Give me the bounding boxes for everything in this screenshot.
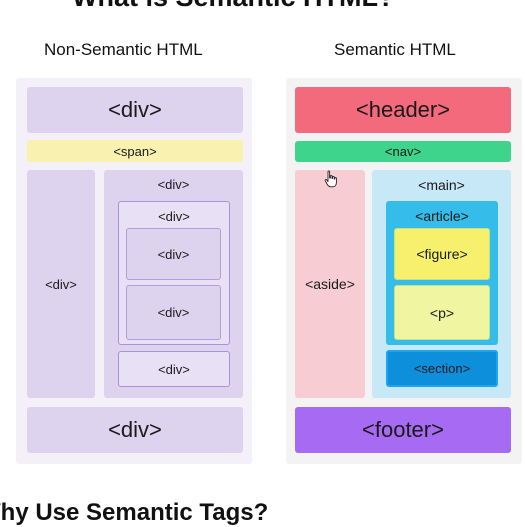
bottom-inner-div-block: <div> — [118, 351, 230, 387]
left-div-block: <div> — [27, 170, 95, 398]
hand-pointer-icon — [324, 170, 337, 188]
figure-block: <figure> — [394, 228, 490, 280]
nav-block: <nav> — [295, 141, 511, 162]
page-subheading: Why Use Semantic Tags? — [0, 499, 269, 526]
bottom-div-block: <div> — [27, 407, 243, 453]
span-block: <span> — [27, 140, 243, 162]
section-label: <section> — [413, 361, 471, 376]
nav-label: <nav> — [384, 144, 422, 159]
main-label: <main> — [418, 177, 465, 193]
semantic-title: Semantic HTML — [334, 40, 456, 59]
article-label: <article> — [415, 208, 469, 224]
top-div-label: <div> — [108, 97, 162, 122]
bottom-inner-div-label: <div> — [158, 361, 190, 377]
header-block: <header> — [295, 87, 511, 133]
inner-div-block-1: <div> — [126, 228, 221, 280]
non-semantic-title: Non-Semantic HTML — [44, 40, 203, 59]
bottom-div-label: <div> — [108, 417, 162, 442]
inner-div-block-2: <div> — [126, 285, 221, 340]
aside-block: <aside> — [295, 170, 365, 398]
span-label: <span> — [113, 143, 157, 159]
nested-div-label: <div> — [158, 209, 190, 224]
footer-label: <footer> — [362, 417, 444, 442]
top-div-block: <div> — [27, 87, 243, 133]
aside-label: <aside> — [305, 276, 355, 292]
p-block: <p> — [394, 285, 490, 340]
inner-div-label-2: <div> — [157, 305, 190, 320]
section-block: <section> — [386, 350, 498, 387]
right-div-label: <div> — [157, 177, 190, 192]
left-div-label: <div> — [45, 276, 77, 292]
p-label: <p> — [429, 304, 455, 321]
footer-block: <footer> — [295, 407, 511, 453]
figure-label: <figure> — [416, 246, 468, 262]
inner-div-label-1: <div> — [157, 246, 190, 262]
header-label: <header> — [355, 97, 451, 122]
page-heading: What is Semantic HTML? — [72, 0, 395, 13]
